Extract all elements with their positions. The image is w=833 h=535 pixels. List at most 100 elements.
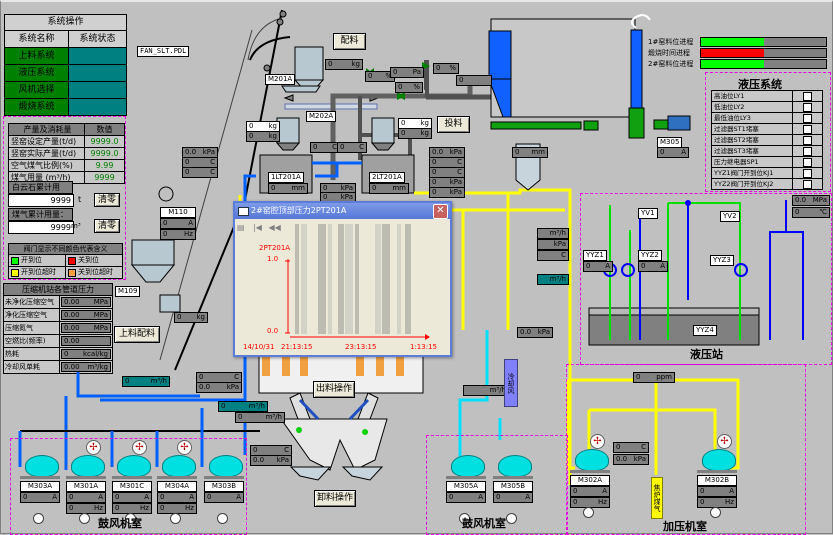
system-status bbox=[69, 82, 126, 98]
popup-titlebar[interactable]: 2#窑腔顶部压力2PT201A ✕ bbox=[235, 203, 450, 219]
blower-tag[interactable]: M305A bbox=[446, 481, 486, 492]
system-name[interactable]: 煅烧系统 bbox=[5, 99, 69, 115]
pressurize-room-label: 加压机室 bbox=[663, 520, 707, 533]
prod-value: 9.99 bbox=[95, 161, 114, 170]
batching-button[interactable]: 配料 bbox=[333, 33, 366, 50]
legend-title: 阀门显示不同颜色代表含义 bbox=[9, 244, 122, 254]
table-icon[interactable]: ▤ bbox=[237, 223, 245, 232]
clear-limestone-button[interactable]: 清零 bbox=[94, 193, 120, 207]
system-name[interactable]: 液压系统 bbox=[5, 65, 69, 81]
trend-toolbar: ▤ |◀ ◀◀ bbox=[237, 223, 281, 232]
system-name[interactable]: 风机选择 bbox=[5, 82, 69, 98]
trend-artifact bbox=[355, 224, 359, 334]
gas-pressure: kPa bbox=[537, 239, 569, 250]
status-lamp bbox=[459, 513, 470, 524]
equipment-tag-m110[interactable]: M110 bbox=[160, 207, 196, 218]
hyd-label: YYZ2阀门开到位KJ2 bbox=[712, 179, 793, 189]
load-batch-button[interactable]: 上料配料 bbox=[114, 326, 160, 343]
blower-tag[interactable]: M302A bbox=[570, 475, 610, 486]
blower-tag[interactable]: M305B bbox=[493, 481, 533, 492]
first-icon[interactable]: |◀ bbox=[253, 223, 262, 232]
press-0-blower-icon[interactable] bbox=[575, 449, 609, 471]
trend-tag-label: 2PT201A bbox=[259, 244, 291, 252]
discharge-operation-button[interactable]: 出料操作 bbox=[313, 381, 355, 398]
system-name[interactable]: 上料系统 bbox=[5, 48, 69, 64]
valve-yv2-tag[interactable]: YV2 bbox=[720, 211, 740, 222]
press-value: 0.00 bbox=[64, 337, 80, 345]
blower-tag[interactable]: M301C bbox=[112, 481, 152, 492]
hydraulic-station-group bbox=[580, 193, 832, 365]
gas-temp: C bbox=[537, 250, 569, 261]
press-unit: kcal/kg bbox=[83, 350, 108, 358]
status-lamp bbox=[79, 513, 90, 524]
unload-operation-button[interactable]: 卸料操作 bbox=[314, 490, 356, 507]
pulley-icon bbox=[279, 10, 287, 18]
left-4-blower-icon[interactable] bbox=[209, 455, 243, 477]
valve-yyz3-tag[interactable]: YYZ3 bbox=[710, 255, 734, 266]
legend-swatch-closed-timeout bbox=[68, 268, 76, 277]
gas-flow: m³/h bbox=[537, 228, 569, 239]
status-checkbox bbox=[803, 102, 812, 112]
trend-popup-window[interactable]: 2#窑腔顶部压力2PT201A ✕ ▤ |◀ ◀◀ 2PT201A 1.0 0.… bbox=[233, 201, 452, 357]
blower-tag[interactable]: M302B bbox=[697, 475, 737, 486]
press-1-blower-icon[interactable] bbox=[702, 449, 736, 471]
press-value: 0.00 bbox=[64, 363, 80, 371]
status-lamp bbox=[710, 507, 721, 518]
press-label: 热耗 bbox=[4, 348, 60, 360]
hyd-label: 低油位LY2 bbox=[712, 102, 793, 112]
left-0-blower-icon[interactable] bbox=[25, 455, 59, 477]
blower-tag[interactable]: M303B bbox=[204, 481, 244, 492]
kiln-level-tag-1[interactable]: 1LT201A bbox=[268, 172, 304, 183]
blower-tag[interactable]: M303A bbox=[20, 481, 60, 492]
fan-icon: ✢ bbox=[717, 434, 732, 449]
blower-tag[interactable]: M304A bbox=[157, 481, 197, 492]
progress-fill bbox=[701, 49, 764, 57]
rewind-icon[interactable]: ◀◀ bbox=[268, 223, 281, 232]
clear-gas-button[interactable]: 清零 bbox=[94, 219, 120, 233]
valve-yyz2-tag[interactable]: YYZ2 bbox=[638, 250, 662, 261]
valve-opening: 0% bbox=[395, 82, 423, 93]
system-row-hydraulic[interactable]: 液压系统 bbox=[5, 65, 126, 82]
left-1-blower-icon[interactable] bbox=[71, 455, 105, 477]
press-label: 净化压缩空气 bbox=[4, 309, 60, 321]
system-row-calcining[interactable]: 煅烧系统 bbox=[5, 99, 126, 115]
system-status bbox=[69, 99, 126, 115]
trend-artifact bbox=[338, 224, 344, 334]
valve-yv1-tag[interactable]: YV1 bbox=[638, 208, 658, 219]
trend-artifact bbox=[375, 224, 381, 334]
blower-base bbox=[112, 476, 152, 479]
valve-yyz4-tag[interactable]: YYZ4 bbox=[693, 325, 717, 336]
kiln-level-tag-2[interactable]: 2LT201A bbox=[369, 172, 405, 183]
equipment-tag-m201a[interactable]: M201A bbox=[265, 74, 296, 85]
col-item: 产量及消耗量 bbox=[9, 124, 85, 135]
prod-value: 9999.0 bbox=[90, 149, 119, 158]
valve-yyz1-tag[interactable]: YYZ1 bbox=[583, 250, 607, 261]
hyd-label: 高油位LY1 bbox=[712, 91, 793, 101]
gas-pipe bbox=[330, 80, 473, 180]
blower-tag[interactable]: M301A bbox=[66, 481, 106, 492]
gas-total-label: 煤气累计用量： bbox=[8, 208, 73, 221]
equipment-tag-m202a[interactable]: M202A bbox=[306, 111, 337, 122]
press-unit: MPa bbox=[93, 298, 108, 306]
equipment-tag-m109[interactable]: M109 bbox=[115, 286, 141, 297]
left-2-blower-icon[interactable] bbox=[117, 455, 151, 477]
press-label: 冷却风单耗 bbox=[4, 361, 60, 373]
left-3-blower-icon[interactable] bbox=[162, 455, 196, 477]
trend-chart bbox=[285, 224, 430, 340]
mid-0-blower-icon[interactable] bbox=[451, 455, 485, 477]
close-icon[interactable]: ✕ bbox=[433, 204, 448, 219]
coal-gas-inlet-label: 焦炉煤气 bbox=[651, 477, 663, 519]
trend-artifact bbox=[382, 224, 390, 334]
gas-total-value: 9999 bbox=[8, 221, 74, 234]
hyd-label: 过滤器ST3堵塞 bbox=[712, 146, 793, 156]
system-row-feeding[interactable]: 上料系统 bbox=[5, 48, 126, 65]
mid-1-blower-icon[interactable] bbox=[498, 455, 532, 477]
system-row-fan[interactable]: 风机选择 bbox=[5, 82, 126, 99]
feeding-button[interactable]: 投料 bbox=[437, 116, 470, 133]
